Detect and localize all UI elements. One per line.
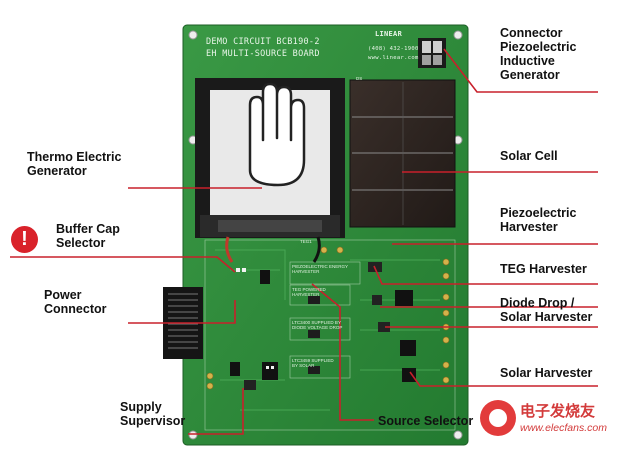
mounting-hole [188, 30, 198, 40]
brand-logo-text: LINEAR [375, 30, 403, 38]
leader-solar-harvester [409, 371, 598, 387]
solar-cell-panel [349, 79, 456, 228]
label-source-selector: Source Selector [378, 414, 474, 428]
board-title-line2: EH MULTI-SOURCE BOARD [206, 49, 320, 59]
watermark-english: www.elecfans.com [520, 422, 607, 434]
board-title-line1: DEMO CIRCUIT BCB190-2 [206, 37, 320, 47]
label-connector-piezo-inductive: Connector Piezoelectric Inductive Genera… [500, 26, 577, 82]
silk-teg-label: TEG POWERED HARVESTER [292, 287, 326, 297]
pcb-components [206, 246, 450, 390]
watermark-chinese: 电子发烧友 [520, 402, 596, 420]
watermark-logo-icon [480, 400, 516, 436]
board-website: www.linear.com [368, 55, 419, 61]
silk-teg1: TEG1 [300, 239, 312, 244]
mounting-hole [453, 430, 463, 440]
label-piezo-harvester: Piezoelectric Harvester [500, 206, 577, 234]
leader-power-connector [128, 300, 236, 324]
leader-connector [443, 48, 598, 93]
mounting-hole [453, 30, 463, 40]
watermark: 电子发烧友 www.elecfans.com [480, 398, 626, 442]
label-diode-drop: Diode Drop / Solar Harvester [500, 296, 593, 324]
board-phone: (408) 432-1900 [368, 46, 419, 52]
leader-source-selector [311, 283, 374, 421]
leader-supply-supervisor [188, 388, 244, 435]
mounting-hole [188, 430, 198, 440]
label-solar-cell: Solar Cell [500, 149, 558, 163]
label-solar-harvester: Solar Harvester [500, 366, 593, 380]
hand-icon [248, 82, 306, 187]
warning-icon: ! [11, 226, 38, 253]
silk-diode-label: LTC3400 SUPPLIED BY DIODE VOLTAGE DROP [292, 320, 343, 330]
label-power-connector: Power Connector [44, 288, 107, 316]
thermo-electric-generator [195, 78, 345, 263]
silk-ds: DS [356, 76, 363, 81]
label-buffer-cap: Buffer Cap Selector [56, 222, 120, 250]
silk-piezo-label: PIEZOELECTRIC ENERGY HARVESTER [292, 264, 349, 274]
label-supply-supervisor: Supply Supervisor [120, 400, 186, 428]
leader-buffer-cap [10, 256, 236, 273]
label-thermo-electric: Thermo Electric Generator [27, 150, 122, 178]
piezo-inductive-connector [418, 38, 446, 68]
silk-solar-label: LTC3459 SUPPLIED BY SOLAR [292, 358, 334, 368]
callout-leaders [10, 48, 598, 435]
label-teg-harvester: TEG Harvester [500, 262, 587, 276]
leader-teg-harvester [373, 265, 598, 285]
